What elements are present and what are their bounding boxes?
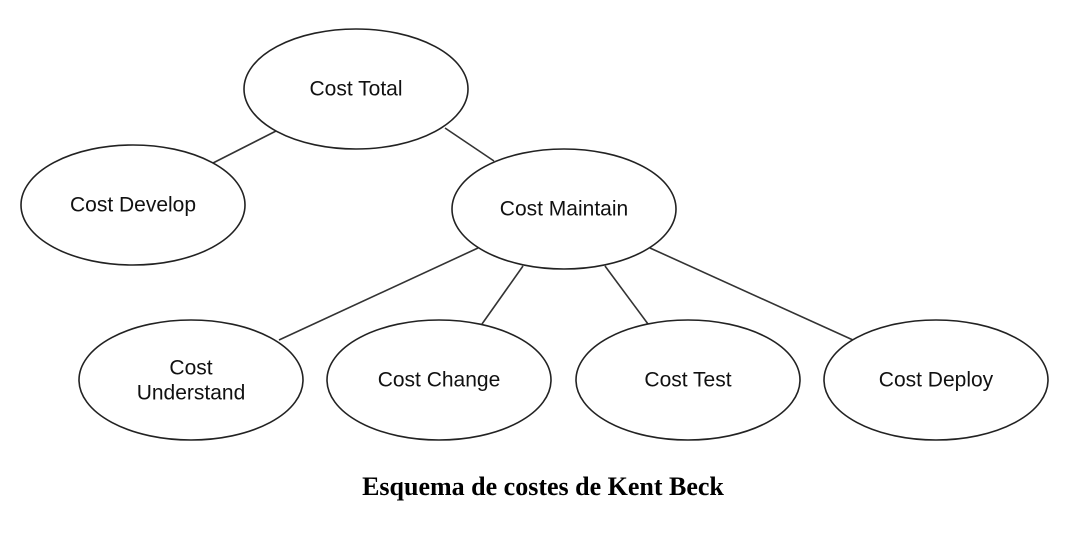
- node-ellipse: [78, 319, 304, 441]
- node-ellipse: [326, 319, 552, 441]
- edge-maintain-deploy: [649, 247, 854, 341]
- node-cost-change: Cost Change: [326, 319, 552, 441]
- edge-maintain-test: [604, 265, 649, 325]
- node-cost-test: Cost Test: [575, 319, 801, 441]
- node-label: Cost Total: [310, 78, 403, 101]
- node-ellipse: [823, 319, 1049, 441]
- node-cost-maintain: Cost Maintain: [451, 148, 677, 270]
- node-label: Cost Maintain: [500, 198, 628, 221]
- node-cost-understand: Cost Understand: [78, 319, 304, 441]
- node-label: Cost Test: [644, 369, 731, 392]
- node-ellipse: [243, 28, 469, 150]
- edge-total-develop: [212, 129, 279, 164]
- node-cost-deploy: Cost Deploy: [823, 319, 1049, 441]
- node-cost-develop: Cost Develop: [20, 144, 246, 266]
- node-label: Cost Deploy: [879, 369, 994, 392]
- edges: [212, 127, 854, 341]
- edge-maintain-understand: [278, 247, 479, 341]
- node-ellipse: [20, 144, 246, 266]
- node-label: Cost: [169, 357, 212, 380]
- node-ellipse: [451, 148, 677, 270]
- node-label-line-2: Understand: [137, 382, 246, 405]
- node-ellipse: [575, 319, 801, 441]
- figure-caption: Esquema de costes de Kent Beck: [362, 472, 724, 501]
- node-label: Cost Change: [378, 369, 501, 392]
- edge-total-maintain: [444, 127, 495, 162]
- edge-maintain-change: [481, 265, 524, 325]
- node-cost-total: Cost Total: [243, 28, 469, 150]
- node-label: Cost Develop: [70, 194, 196, 217]
